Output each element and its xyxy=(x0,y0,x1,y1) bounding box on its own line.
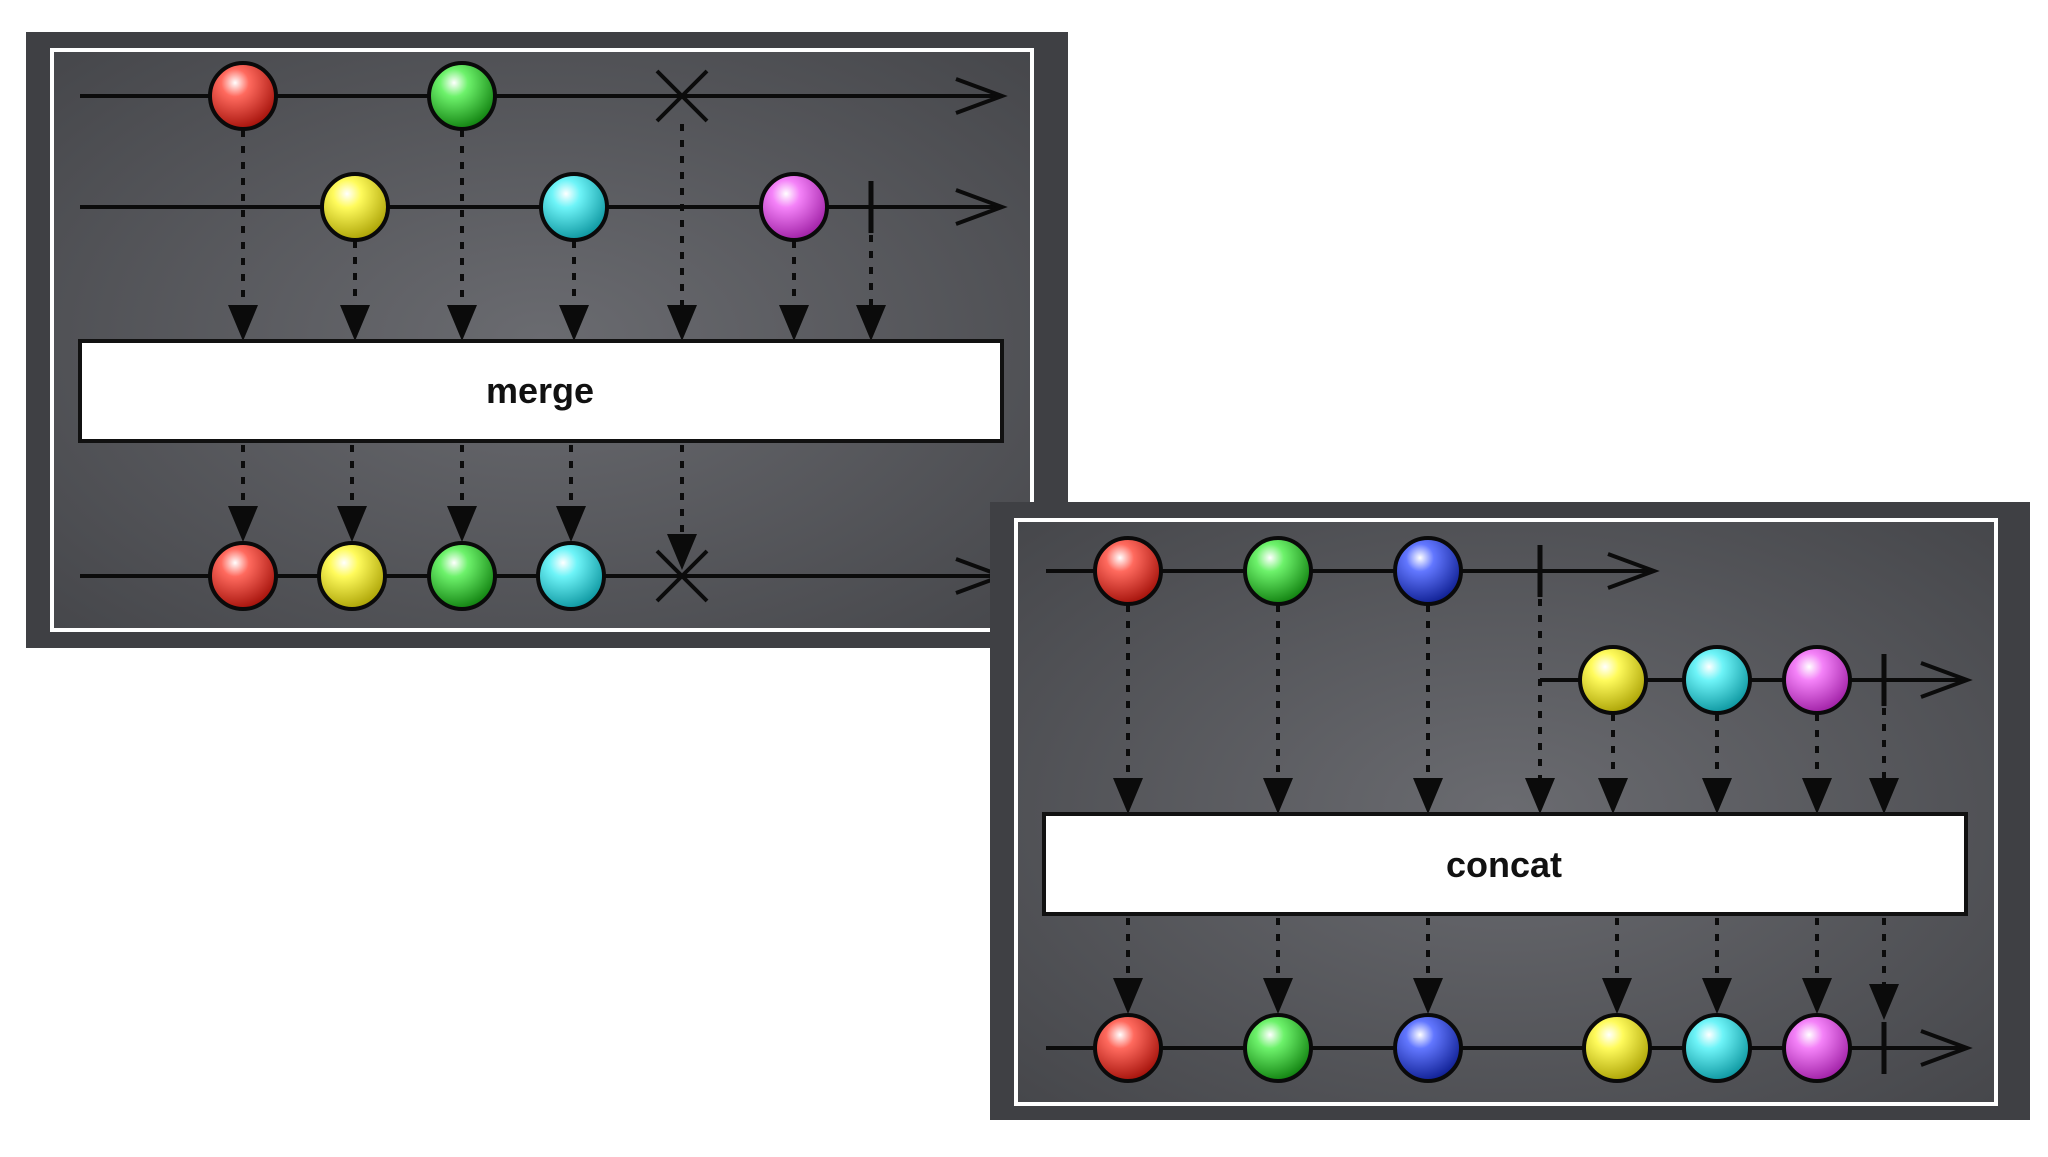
concat-input-2-terminal-drop-arrow xyxy=(1869,708,1899,814)
concat-input-1-arrowhead xyxy=(1607,552,1660,590)
concat-output-drop-arrow xyxy=(1413,918,1443,1014)
merge-output-marble-yellow xyxy=(317,541,387,611)
merge-marbles xyxy=(208,61,829,611)
concat-input-1-drop-arrow xyxy=(1263,605,1293,814)
merge-output-drop-arrow xyxy=(337,445,367,542)
merge-output-error-mark xyxy=(655,549,709,603)
concat-input-2-drop-arrow xyxy=(1702,714,1732,814)
concat-output-marble-blue xyxy=(1393,1013,1463,1083)
merge-input-2-drop-arrow xyxy=(340,241,370,341)
concat-output-drop-arrow xyxy=(1263,918,1293,1014)
merge-output-marble-red xyxy=(208,541,278,611)
merge-input-2-arrowhead xyxy=(955,188,1008,226)
concat-operator-box xyxy=(1042,812,1968,916)
merge-operator-box xyxy=(78,339,1004,443)
concat-input-2-marble-cyan xyxy=(1682,645,1752,715)
merge-output-marble-green xyxy=(427,541,497,611)
concat-output-drop-arrow xyxy=(1602,918,1632,1014)
concat-output-drop-arrow xyxy=(1702,918,1732,1014)
concat-drop-arrows xyxy=(1113,599,1899,1020)
merge-input-2-marble-magenta xyxy=(759,172,829,242)
concat-input-2-drop-arrow xyxy=(1598,714,1628,814)
merge-output-drop-arrow xyxy=(447,445,477,542)
concat-input-1-marble-blue xyxy=(1393,536,1463,606)
merge-output-drop-arrow xyxy=(556,445,586,542)
concat-output-arrowhead xyxy=(1920,1029,1973,1067)
merge-input-2-terminal-drop-arrow xyxy=(856,235,886,341)
concat-operator-label: concat xyxy=(1446,844,1562,885)
concat-marbles xyxy=(1093,536,1852,1083)
merge-input-1-arrowhead xyxy=(955,77,1008,115)
concat-output-marble-yellow xyxy=(1582,1013,1652,1083)
merge-input-2-drop-arrow xyxy=(779,241,809,341)
merge-input-1-drop-arrow xyxy=(228,130,258,341)
merge-input-1-error-mark xyxy=(655,69,709,123)
merge-input-1-marble-green xyxy=(427,61,497,131)
merge-input-1-terminal-drop-arrow xyxy=(667,124,697,341)
merge-input-2-marble-yellow xyxy=(320,172,390,242)
merge-input-1-marble-red xyxy=(208,61,278,131)
concat-input-2-drop-arrow xyxy=(1802,714,1832,814)
concat-input-2-marble-magenta xyxy=(1782,645,1852,715)
concat-input-2-marble-yellow xyxy=(1578,645,1648,715)
concat-output-marble-cyan xyxy=(1682,1013,1752,1083)
concat-input-1-marble-green xyxy=(1243,536,1313,606)
merge-output-terminal-drop-arrow xyxy=(667,445,697,570)
concat-output-marble-red xyxy=(1093,1013,1163,1083)
concat-output-marble-green xyxy=(1243,1013,1313,1083)
merge-operator-label: merge xyxy=(486,370,594,411)
merge-output-drop-arrow xyxy=(228,445,258,542)
concat-output-drop-arrow xyxy=(1113,918,1143,1014)
concat-input-1-terminal-drop-arrow xyxy=(1525,599,1555,814)
merge-output-marble-cyan xyxy=(536,541,606,611)
concat-output-drop-arrow xyxy=(1802,918,1832,1014)
merge-input-2-drop-arrow xyxy=(559,241,589,341)
concat-output-marble-magenta xyxy=(1782,1013,1852,1083)
concat-output-terminal-drop-arrow xyxy=(1869,918,1899,1020)
concat-diagram: concat xyxy=(990,502,2030,1120)
merge-diagram: merge xyxy=(26,32,1068,648)
merge-drop-arrows xyxy=(228,124,886,570)
concat-input-1-drop-arrow xyxy=(1413,605,1443,814)
merge-input-1-drop-arrow xyxy=(447,130,477,341)
concat-input-2-arrowhead xyxy=(1920,661,1973,699)
merge-input-2-marble-cyan xyxy=(539,172,609,242)
concat-input-1-drop-arrow xyxy=(1113,605,1143,814)
concat-input-1-marble-red xyxy=(1093,536,1163,606)
